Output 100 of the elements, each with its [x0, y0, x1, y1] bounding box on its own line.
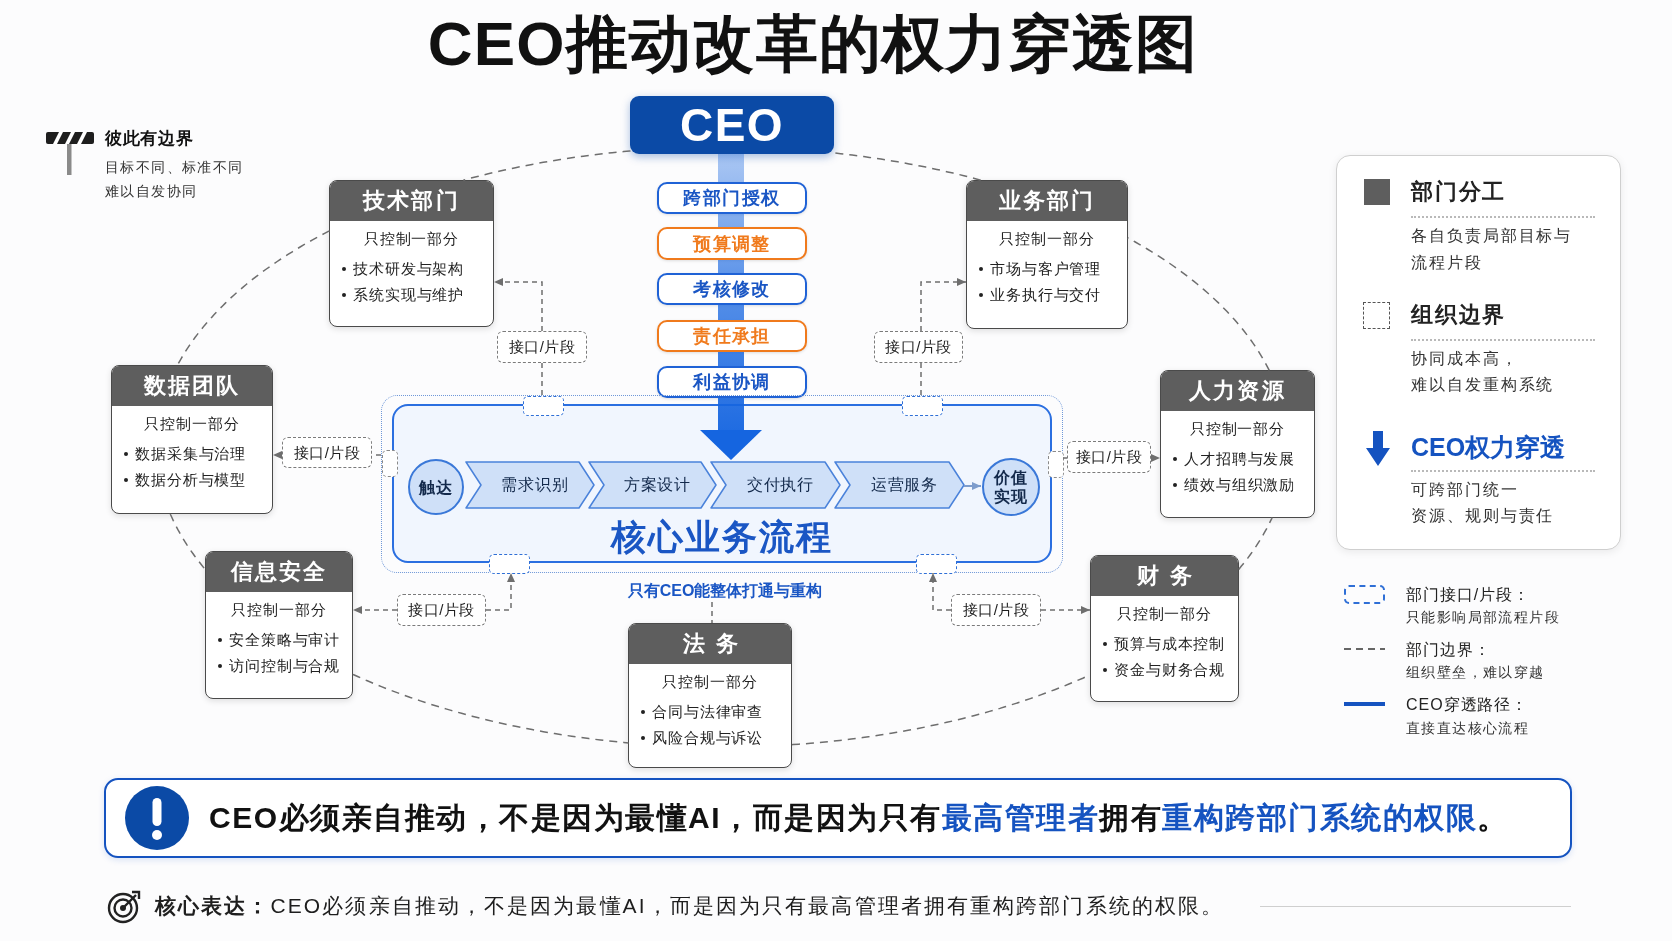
dashed-arrow: [920, 278, 967, 332]
department-card: [205, 551, 353, 699]
step-label: 交付执行: [746, 475, 815, 495]
ceo-box: CEO: [630, 96, 834, 154]
bullet-item: 风险合规与诉讼: [652, 728, 764, 748]
department-card: [1160, 370, 1315, 518]
dashed-arrow: [929, 572, 952, 611]
dashed-arrow: [493, 278, 543, 332]
caption-text: 只有CEO能整体打通与重构: [627, 580, 823, 602]
thick-arrow: [700, 398, 762, 460]
card-header: 人力资源: [1161, 371, 1314, 411]
diagram-title: CEO推动改革的权力穿透图: [427, 8, 1199, 80]
legend-description: 协同成本高，: [1411, 349, 1519, 369]
note-text: 难以自发协同: [105, 182, 198, 201]
callout-banner: [104, 778, 1572, 858]
lever-pill: 利益协调: [657, 366, 807, 398]
card-subtitle: 只控制一部分: [231, 600, 327, 620]
bullet-item: 访问控制与合规: [229, 656, 341, 676]
dashed-boundary-line: [1127, 237, 1270, 372]
lever-pill: 考核修改: [657, 273, 807, 305]
card-header: 技术部门: [330, 181, 493, 221]
bullet-item: 数据采集与治理: [135, 444, 247, 464]
note-text: 彼此有边界: [105, 128, 194, 150]
card-subtitle: 只控制一部分: [144, 414, 240, 434]
legend-label: 部门分工: [1411, 178, 1507, 206]
card-header: 财务: [1091, 556, 1238, 596]
interface-tag: 接口/片段: [874, 331, 963, 363]
step-label: 方案设计: [623, 475, 692, 495]
card-subtitle: 只控制一部分: [662, 672, 758, 692]
bullet-item: 预算与成本控制: [1114, 634, 1226, 654]
bullet-item: 绩效与组织激励: [1184, 475, 1296, 495]
bullet-item: 安全策略与审计: [229, 630, 341, 650]
legend-description: 各自负责局部目标与流程片段: [1411, 226, 1574, 273]
step-label: 需求识别: [501, 475, 569, 495]
legend-description: 可跨部门统一: [1411, 480, 1519, 500]
dashed-arrow: [272, 451, 283, 459]
interface-tag: 接口/片段: [282, 437, 372, 468]
interface-tag: 接口/片段: [497, 331, 587, 363]
dashed-connector: [541, 362, 543, 396]
card-header: 业务部门: [967, 181, 1127, 221]
note-text: 目标不同、标准不同: [105, 158, 244, 177]
dashed-connector: [1062, 457, 1068, 459]
lever-pill: 预算调整: [657, 227, 807, 260]
arrow: [963, 482, 982, 490]
dashed-boundary-line: [462, 150, 632, 181]
legend-description: 资源、规则与责任: [1411, 506, 1555, 526]
dashed-arrow: [352, 606, 398, 614]
bullet-item: 业务执行与交付: [990, 285, 1102, 305]
process-title: 核心业务流程: [610, 517, 834, 557]
dashed-arrow: [1150, 454, 1161, 462]
legend-label: 部门边界：: [1406, 640, 1491, 660]
dashed-arrow: [485, 572, 515, 611]
card-subtitle: 只控制一部分: [999, 229, 1095, 249]
interface-port: [1048, 451, 1064, 478]
card-header: 数据团队: [112, 366, 272, 406]
department-card: [111, 365, 273, 514]
department-card: [628, 623, 792, 768]
interface-tag: 接口/片段: [397, 594, 486, 626]
bullet-item: 系统实现与维护: [353, 285, 465, 305]
legend-description: 直接直达核心流程: [1406, 719, 1530, 738]
card-header: 信息安全: [206, 552, 352, 592]
department-card: [1090, 555, 1239, 702]
bullet-item: 人才招聘与发展: [1184, 449, 1296, 469]
department-card: [329, 180, 494, 327]
dashed-boundary-line: [169, 513, 207, 571]
legend-label: CEO权力穿透: [1411, 432, 1566, 463]
legend-label: CEO穿透路径：: [1406, 695, 1529, 715]
bullet-item: 资金与财务合规: [1114, 660, 1226, 680]
interface-port: [523, 396, 564, 416]
legend-label: 部门接口/片段：: [1406, 585, 1531, 605]
dashed-boundary-line: [1237, 516, 1273, 571]
interface-port: [916, 554, 957, 574]
thick-connector: [718, 154, 744, 182]
bullet-item: 技术研发与架构: [353, 259, 465, 279]
callout-text: CEO必须亲自推动，不是因为最懂AI，而是因为只有最高管理者拥有重构跨部门系统的权限。: [209, 800, 1509, 836]
card-subtitle: 只控制一部分: [363, 229, 460, 249]
dashed-connector: [920, 362, 922, 396]
dashed-arrow: [1040, 606, 1091, 614]
interface-tag: 接口/片段: [951, 594, 1041, 626]
legend-description: 难以自发重构系统: [1411, 375, 1555, 395]
interface-port: [382, 450, 398, 477]
dashed-boundary-line: [352, 673, 630, 744]
bullet-item: 合同与法律审查: [652, 702, 764, 722]
dashed-boundary-line: [833, 152, 982, 181]
legend-description: 只能影响局部流程片段: [1406, 608, 1560, 627]
lever-pill: 责任承担: [657, 320, 807, 352]
lever-pill: 跨部门授权: [657, 182, 807, 214]
bullet-item: 数据分析与模型: [135, 470, 247, 490]
interface-port: [902, 396, 943, 416]
step-label: 运营服务: [870, 475, 939, 495]
department-card: [966, 180, 1128, 329]
legend-label: 组织边界: [1411, 301, 1507, 329]
summary-text: 核心表达：CEO必须亲自推动，不是因为最懂AI，而是因为只有最高管理者拥有重构跨部门系统的权限。: [155, 893, 1225, 919]
legend-description: 组织壁垒，难以穿越: [1406, 663, 1545, 682]
interface-tag: 接口/片段: [1067, 441, 1151, 473]
interface-port: [489, 554, 530, 574]
card-subtitle: 只控制一部分: [1189, 419, 1286, 439]
card-header: 法务: [629, 624, 791, 664]
card-subtitle: 只控制一部分: [1116, 604, 1213, 624]
dashed-connector: [711, 601, 713, 624]
